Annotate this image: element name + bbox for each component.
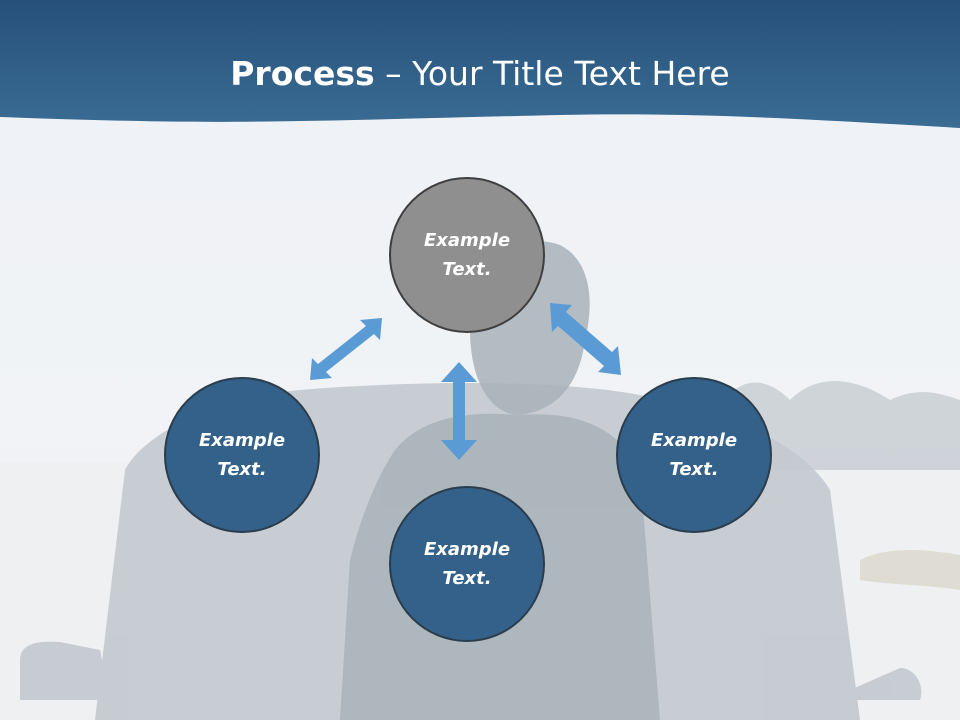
node-bottom-line1: Example [423, 539, 511, 560]
node-left-line1: Example [198, 430, 286, 451]
node-left-line2: Text. [217, 459, 267, 480]
node-bottom[interactable]: Example Text. [389, 486, 545, 642]
node-right[interactable]: Example Text. [616, 377, 772, 533]
arrow-top-left [310, 318, 382, 380]
node-right-line2: Text. [669, 459, 719, 480]
arrow-vertical [441, 362, 477, 460]
node-bottom-line2: Text. [442, 568, 492, 589]
arrow-top-right [550, 303, 621, 375]
header-band [0, 0, 960, 128]
node-right-line1: Example [650, 430, 738, 451]
title-bold: Process [230, 54, 375, 93]
slide-title: Process – Your Title Text Here [0, 52, 960, 96]
node-top-line2: Text. [442, 259, 492, 280]
node-top[interactable]: Example Text. [389, 177, 545, 333]
node-top-line1: Example [423, 230, 511, 251]
node-left[interactable]: Example Text. [164, 377, 320, 533]
dry-grass [860, 550, 960, 590]
title-rest: – Your Title Text Here [374, 54, 730, 93]
